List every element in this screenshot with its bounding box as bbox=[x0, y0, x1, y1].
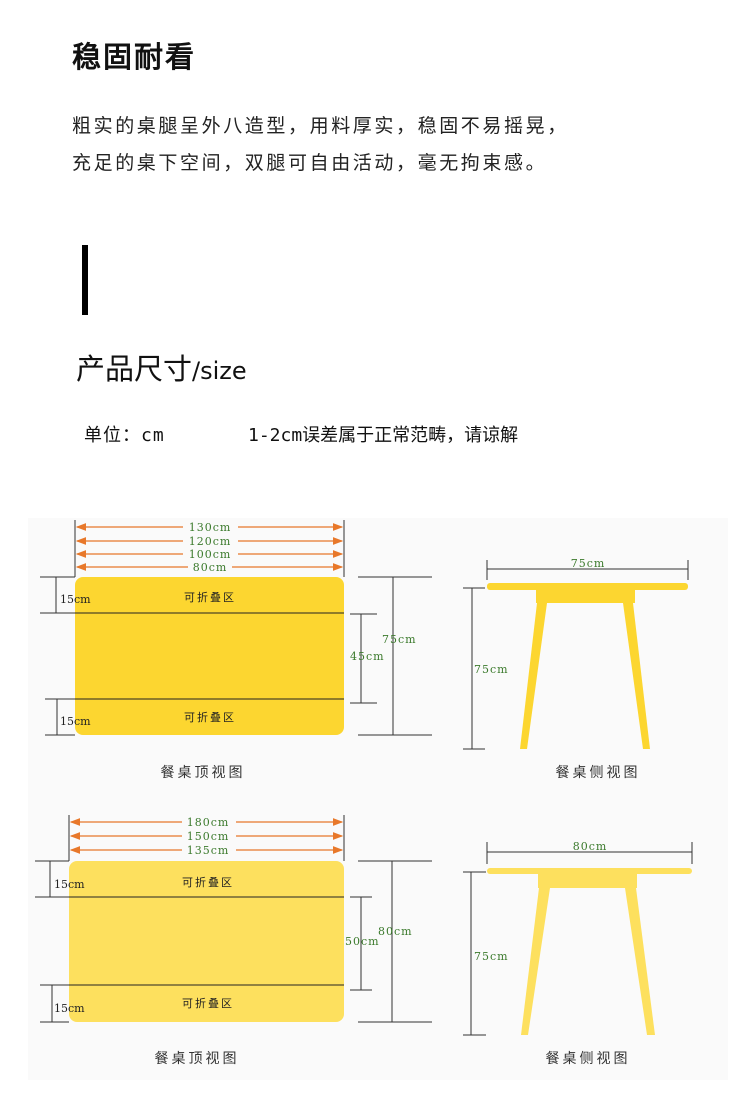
fold-depth-label: 15cm bbox=[54, 1002, 85, 1015]
fold-zone-label: 可折叠区 bbox=[184, 710, 236, 724]
side-view-caption: 餐桌侧视图 bbox=[546, 1051, 631, 1067]
section-divider-bar bbox=[82, 245, 88, 315]
section-title-stability: 稳固耐看 bbox=[72, 40, 197, 74]
top-view-caption: 餐桌顶视图 bbox=[161, 765, 246, 781]
fold-zone-label: 可折叠区 bbox=[184, 590, 236, 604]
size-title-en: /size bbox=[192, 357, 247, 385]
width-label: 135cm bbox=[187, 844, 230, 857]
side-view-caption: 餐桌侧视图 bbox=[556, 765, 641, 781]
side-height-label: 75cm bbox=[474, 663, 509, 676]
width-label: 120cm bbox=[189, 535, 232, 548]
side-dimension-lines bbox=[463, 560, 689, 750]
width-extension-lines bbox=[68, 815, 345, 861]
width-label: 130cm bbox=[189, 521, 232, 534]
depth-dimension-lines bbox=[35, 860, 432, 1023]
width-label: 100cm bbox=[189, 548, 232, 561]
width-label: 150cm bbox=[187, 830, 230, 843]
side-dimension-lines bbox=[463, 842, 693, 1036]
middle-depth-label: 45cm bbox=[350, 650, 385, 663]
top-view-caption: 餐桌顶视图 bbox=[155, 1051, 240, 1067]
fold-depth-label: 15cm bbox=[54, 878, 85, 891]
side-width-label: 80cm bbox=[573, 840, 608, 853]
total-depth-label: 75cm bbox=[382, 633, 417, 646]
width-label: 180cm bbox=[187, 816, 230, 829]
fold-zone-label: 可折叠区 bbox=[182, 875, 234, 889]
unit-label: 单位：cm bbox=[84, 425, 165, 446]
total-depth-label: 80cm bbox=[378, 925, 413, 938]
fold-zone-label: 可折叠区 bbox=[182, 996, 234, 1010]
table-side-view bbox=[487, 868, 692, 1035]
size-title-cn: 产品尺寸 bbox=[76, 352, 193, 386]
section-title-size: 产品尺寸/size bbox=[76, 346, 247, 388]
table-side-view bbox=[487, 583, 688, 749]
tabletop-top-view bbox=[75, 577, 344, 735]
width-arrows-1 bbox=[75, 523, 344, 571]
width-arrows-2 bbox=[69, 818, 344, 854]
fold-depth-label: 15cm bbox=[60, 715, 91, 728]
top-view-1 bbox=[74, 520, 345, 577]
description-line-2: 充足的桌下空间，双腿可自由活动，毫无拘束感。 bbox=[72, 152, 548, 174]
tabletop-top-view bbox=[69, 861, 344, 1022]
side-width-label: 75cm bbox=[571, 557, 606, 570]
tolerance-note: 1-2cm误差属于正常范畴，请谅解 bbox=[248, 425, 519, 446]
fold-depth-label: 15cm bbox=[60, 593, 91, 606]
middle-depth-label: 50cm bbox=[345, 935, 380, 948]
width-label: 80cm bbox=[193, 561, 228, 574]
depth-dimension-lines bbox=[40, 576, 432, 736]
side-height-label: 75cm bbox=[474, 950, 509, 963]
description-line-1: 粗实的桌腿呈外八造型，用料厚实，稳固不易摇晃， bbox=[72, 115, 569, 137]
